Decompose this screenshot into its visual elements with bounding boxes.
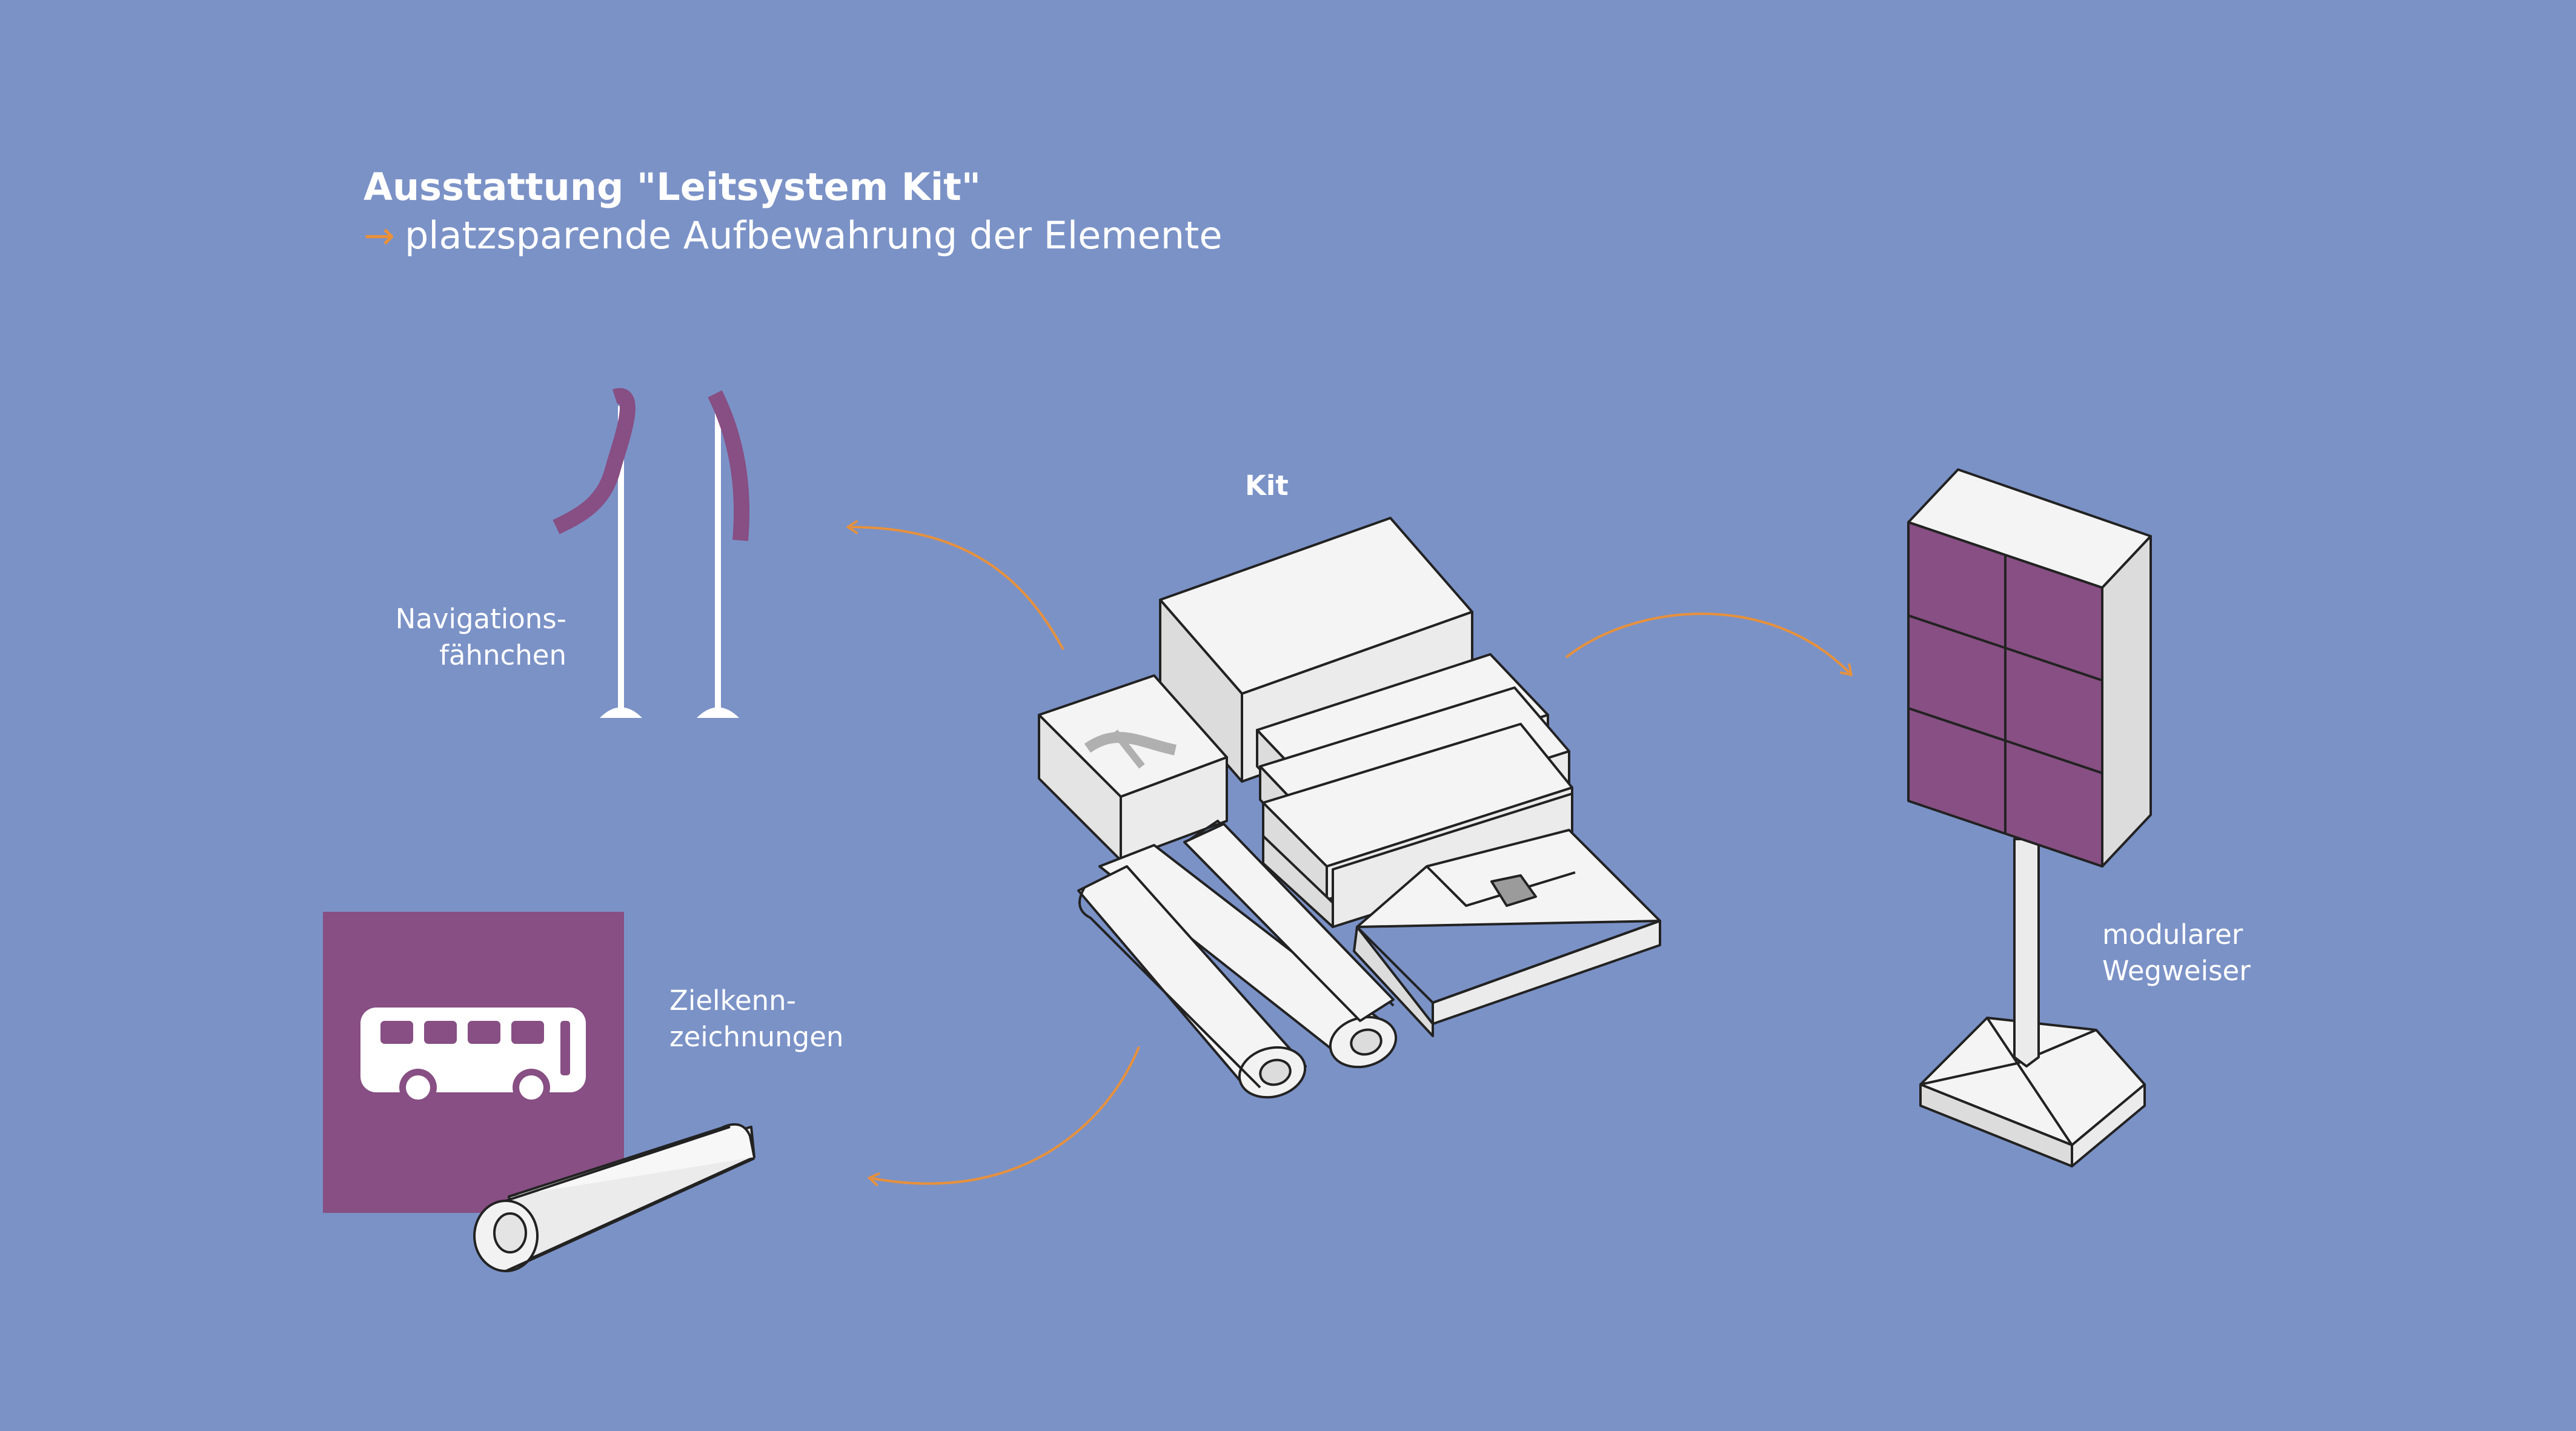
page-subtitle: →platzsparende Aufbewahrung der Elemente [363, 213, 1223, 257]
wegweiser-label-line1: modularer [2102, 918, 2243, 951]
arrow-right-icon: → [363, 213, 395, 257]
ziel-label: Zielkenn- zeichnungen [669, 983, 843, 1055]
kit-box-icon [1038, 517, 1661, 1099]
navigation-label-line2: fähnchen [439, 639, 566, 671]
kit-label: Kit [1245, 470, 1289, 502]
flag-icon [553, 388, 750, 718]
ziel-label-line2: zeichnungen [669, 1021, 844, 1053]
subtitle-text: platzsparende Aufbewahrung der Elemente [404, 213, 1223, 257]
arrow-to-flags [846, 519, 1064, 650]
rolled-banner-icon [473, 1123, 755, 1272]
navigation-label-line1: Navigations- [395, 603, 566, 635]
wegweiser-label-line2: Wegweiser [2102, 955, 2251, 987]
arrow-to-wegweiser [1565, 613, 1853, 677]
bus-icon [360, 1008, 586, 1106]
zielkennzeichnung-panel [323, 912, 624, 1213]
ziel-label-line1: Zielkenn- [669, 984, 796, 1017]
navigation-label: Navigations- fähnchen [339, 601, 566, 674]
wegweiser-label: modularer Wegweiser [2102, 917, 2251, 989]
page-title: Ausstattung "Leitsystem Kit" [363, 165, 981, 209]
arrow-to-zielkennzeichnungen [867, 1046, 1140, 1187]
signpost-icon [1907, 468, 2152, 1167]
